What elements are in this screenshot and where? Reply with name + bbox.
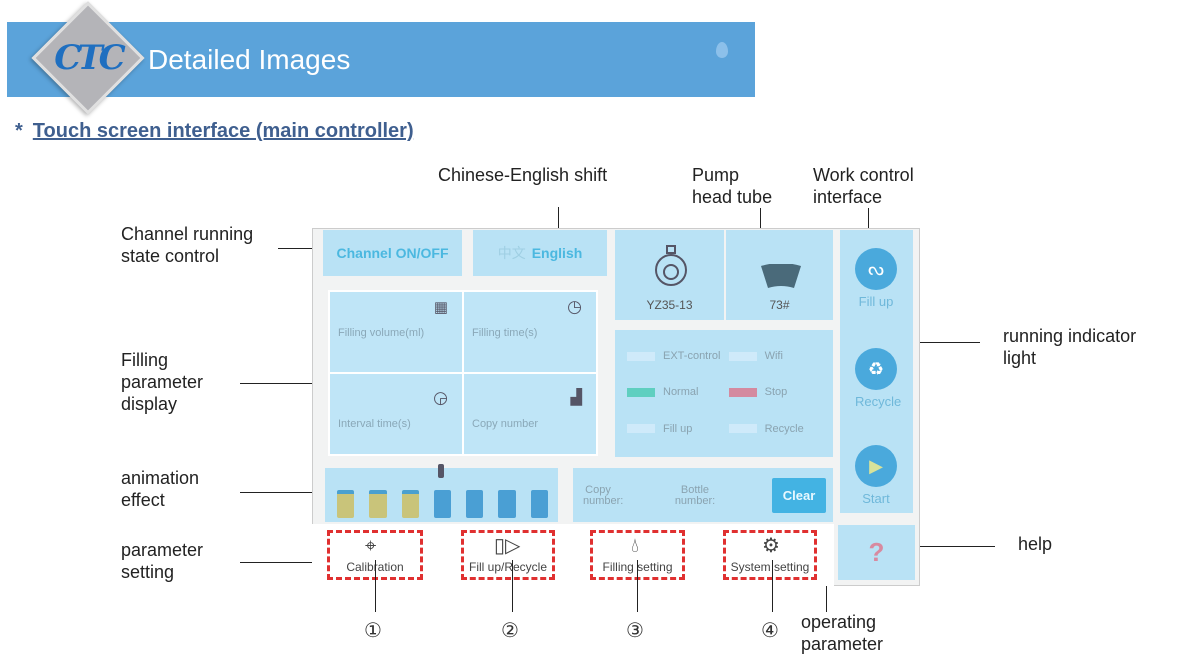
indicator-recycle: Recycle [728,423,821,437]
star: * [15,120,23,142]
subtitle: * Touch screen interface (main controller… [15,120,414,143]
tube-cell[interactable]: 73# [726,230,833,320]
channel-onoff-button[interactable]: Channel ON/OFF [323,230,462,276]
drop-icon: 💧︎ [631,535,639,557]
bottle-empty [530,490,548,518]
fill-up-icon: ᔓ [855,248,897,290]
bottle-empty [433,490,452,518]
fill-up-recycle-button[interactable]: ▯▷Fill up/Recycle [461,530,555,580]
leader-line [915,546,995,547]
drop-icon [716,42,728,58]
counter-panel: Copy number: Bottle number: Clear [573,468,833,522]
play-bar-icon: ▯▷ [494,535,521,557]
clear-button[interactable]: Clear [772,478,826,513]
leader-line [240,492,328,493]
recycle-icon: ♻ [855,348,897,390]
ann-cn-en: Chinese-English shift [438,165,608,185]
tube-icon [761,264,801,288]
leader-line [558,207,559,228]
leader-line [512,560,513,612]
leader-line [760,208,761,230]
interval-time-cell[interactable]: ◶Interval time(s) [330,374,462,454]
leader-line [375,560,376,612]
recycle-button[interactable]: ♻Recycle [855,348,901,409]
marker-3: ③ [626,618,644,642]
play-icon: ▶ [855,445,897,487]
filling-volume-cell[interactable]: ▦Filling volume(ml) [330,292,462,372]
indicator-ext-control: EXT-control [627,350,729,364]
timer-icon: ◶ [433,388,448,407]
help-button[interactable]: ? [838,525,915,580]
marker-2: ② [501,618,519,642]
filling-animation [325,468,558,522]
indicator-panel: EXT-control Wifi Normal Stop Fill up Rec… [615,330,833,457]
marker-1: ① [364,618,382,642]
bottle-filled [337,490,355,518]
bottle-number-label: Bottle number: [674,484,716,507]
ann-help: help [1018,534,1053,554]
leader-line [278,248,325,249]
nozzle-icon [438,464,444,478]
indicator-fill-up: Fill up [627,423,729,437]
pump-head-cell[interactable]: YZ35-13 [615,230,724,320]
indicator-stop: Stop [728,386,821,400]
parameter-grid: ▦Filling volume(ml) ◷Filling time(s) ◶In… [328,290,598,456]
copy-number-cell[interactable]: ▟Copy number [464,374,596,454]
start-button[interactable]: ▶Start [855,445,897,506]
marker-4: ④ [761,618,779,642]
bar-chart-icon: ▟ [570,389,582,406]
bottle-filled [401,490,419,518]
subtitle-text: Touch screen interface (main controller) [32,120,414,142]
leader-line [240,383,330,384]
leader-line [868,208,869,230]
crosshair-icon: ⌖ [365,535,377,557]
filling-time-cell[interactable]: ◷Filling time(s) [464,292,596,372]
logo-text: CTC [54,38,125,78]
leader-line [240,562,328,563]
system-setting-button[interactable]: ⚙System setting [723,530,817,580]
leader-line [637,560,638,612]
bottom-toolbar [312,524,834,586]
bottle-empty [466,490,484,518]
indicator-normal: Normal [627,386,729,400]
leader-line [772,560,773,612]
page-title: Detailed Images [148,44,351,75]
beaker-icon: ▦ [433,299,448,316]
bottle-filled [369,490,387,518]
clock-icon: ◷ [567,297,582,316]
indicator-wifi: Wifi [728,350,821,364]
pump-head-icon [655,245,687,286]
gear-icon: ⚙ [762,535,780,557]
bottle-empty [498,490,516,518]
copy-number-label: Copy number: [583,484,624,507]
